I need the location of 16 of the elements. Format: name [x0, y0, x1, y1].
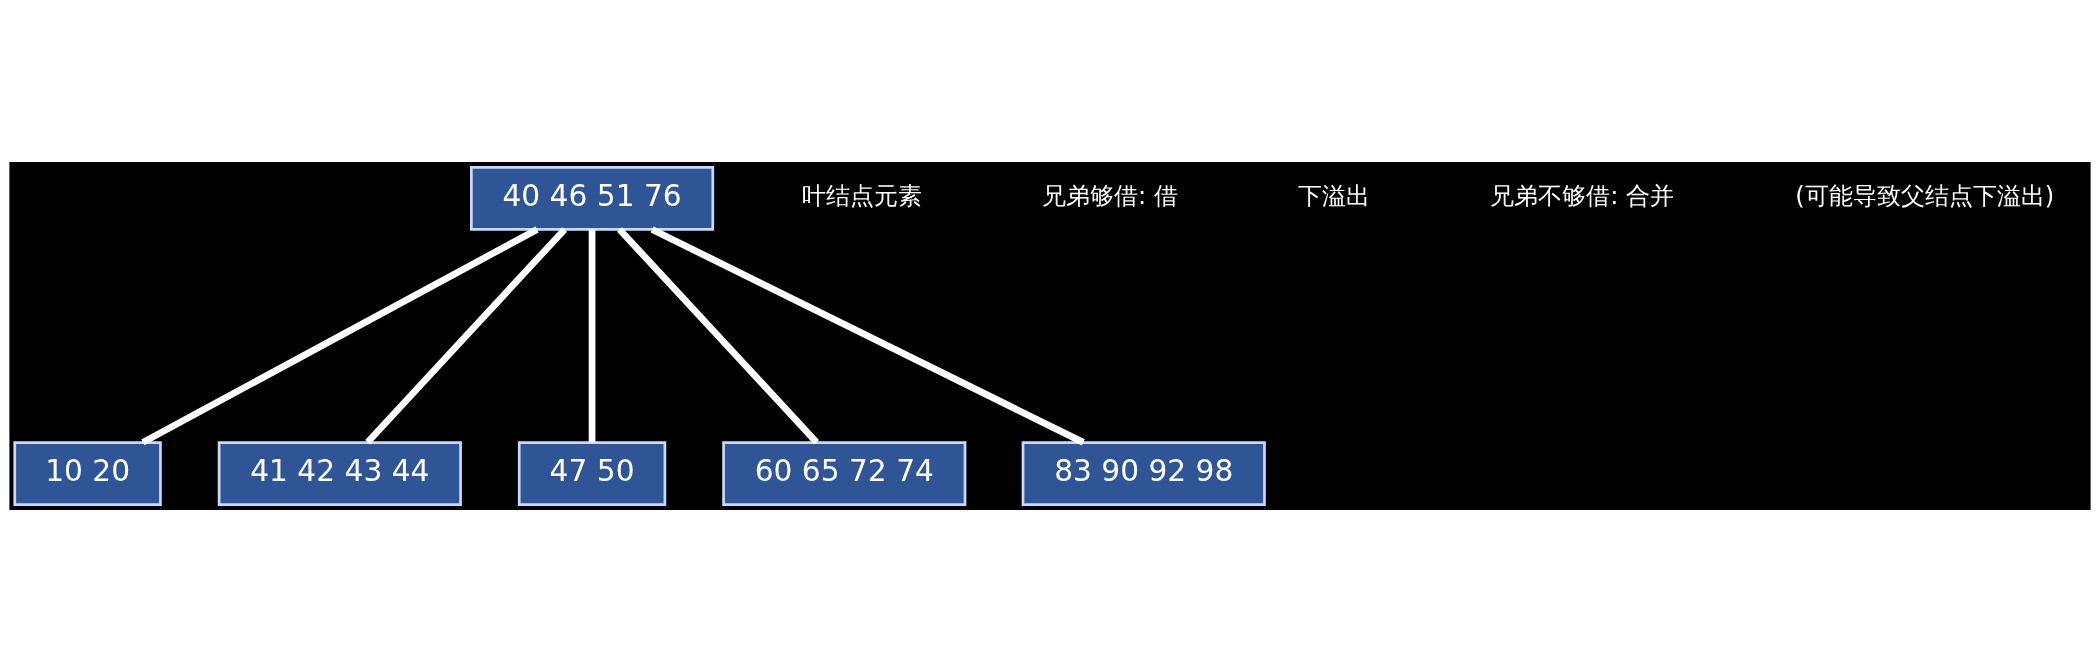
label: 兄弟不够借: 合并 — [1490, 181, 1675, 211]
connector — [141, 226, 539, 446]
label: (可能导致父结点下溢出) — [1795, 181, 2055, 211]
node-box: 83 90 92 98 — [1021, 441, 1266, 506]
label: 兄弟够借: 借 — [1042, 181, 1178, 211]
label: 下溢出 — [1297, 181, 1370, 211]
node-box: 40 46 51 76 — [470, 166, 715, 231]
node-box: 47 50 — [517, 441, 667, 506]
connector — [588, 229, 596, 443]
connector — [365, 227, 568, 445]
node-box: 60 65 72 74 — [722, 441, 967, 506]
label: 叶结点元素 — [801, 181, 922, 211]
connector — [617, 227, 819, 445]
node-box: 10 20 — [13, 441, 162, 506]
node-box: 41 42 43 44 — [217, 441, 462, 506]
connector — [650, 226, 1085, 446]
